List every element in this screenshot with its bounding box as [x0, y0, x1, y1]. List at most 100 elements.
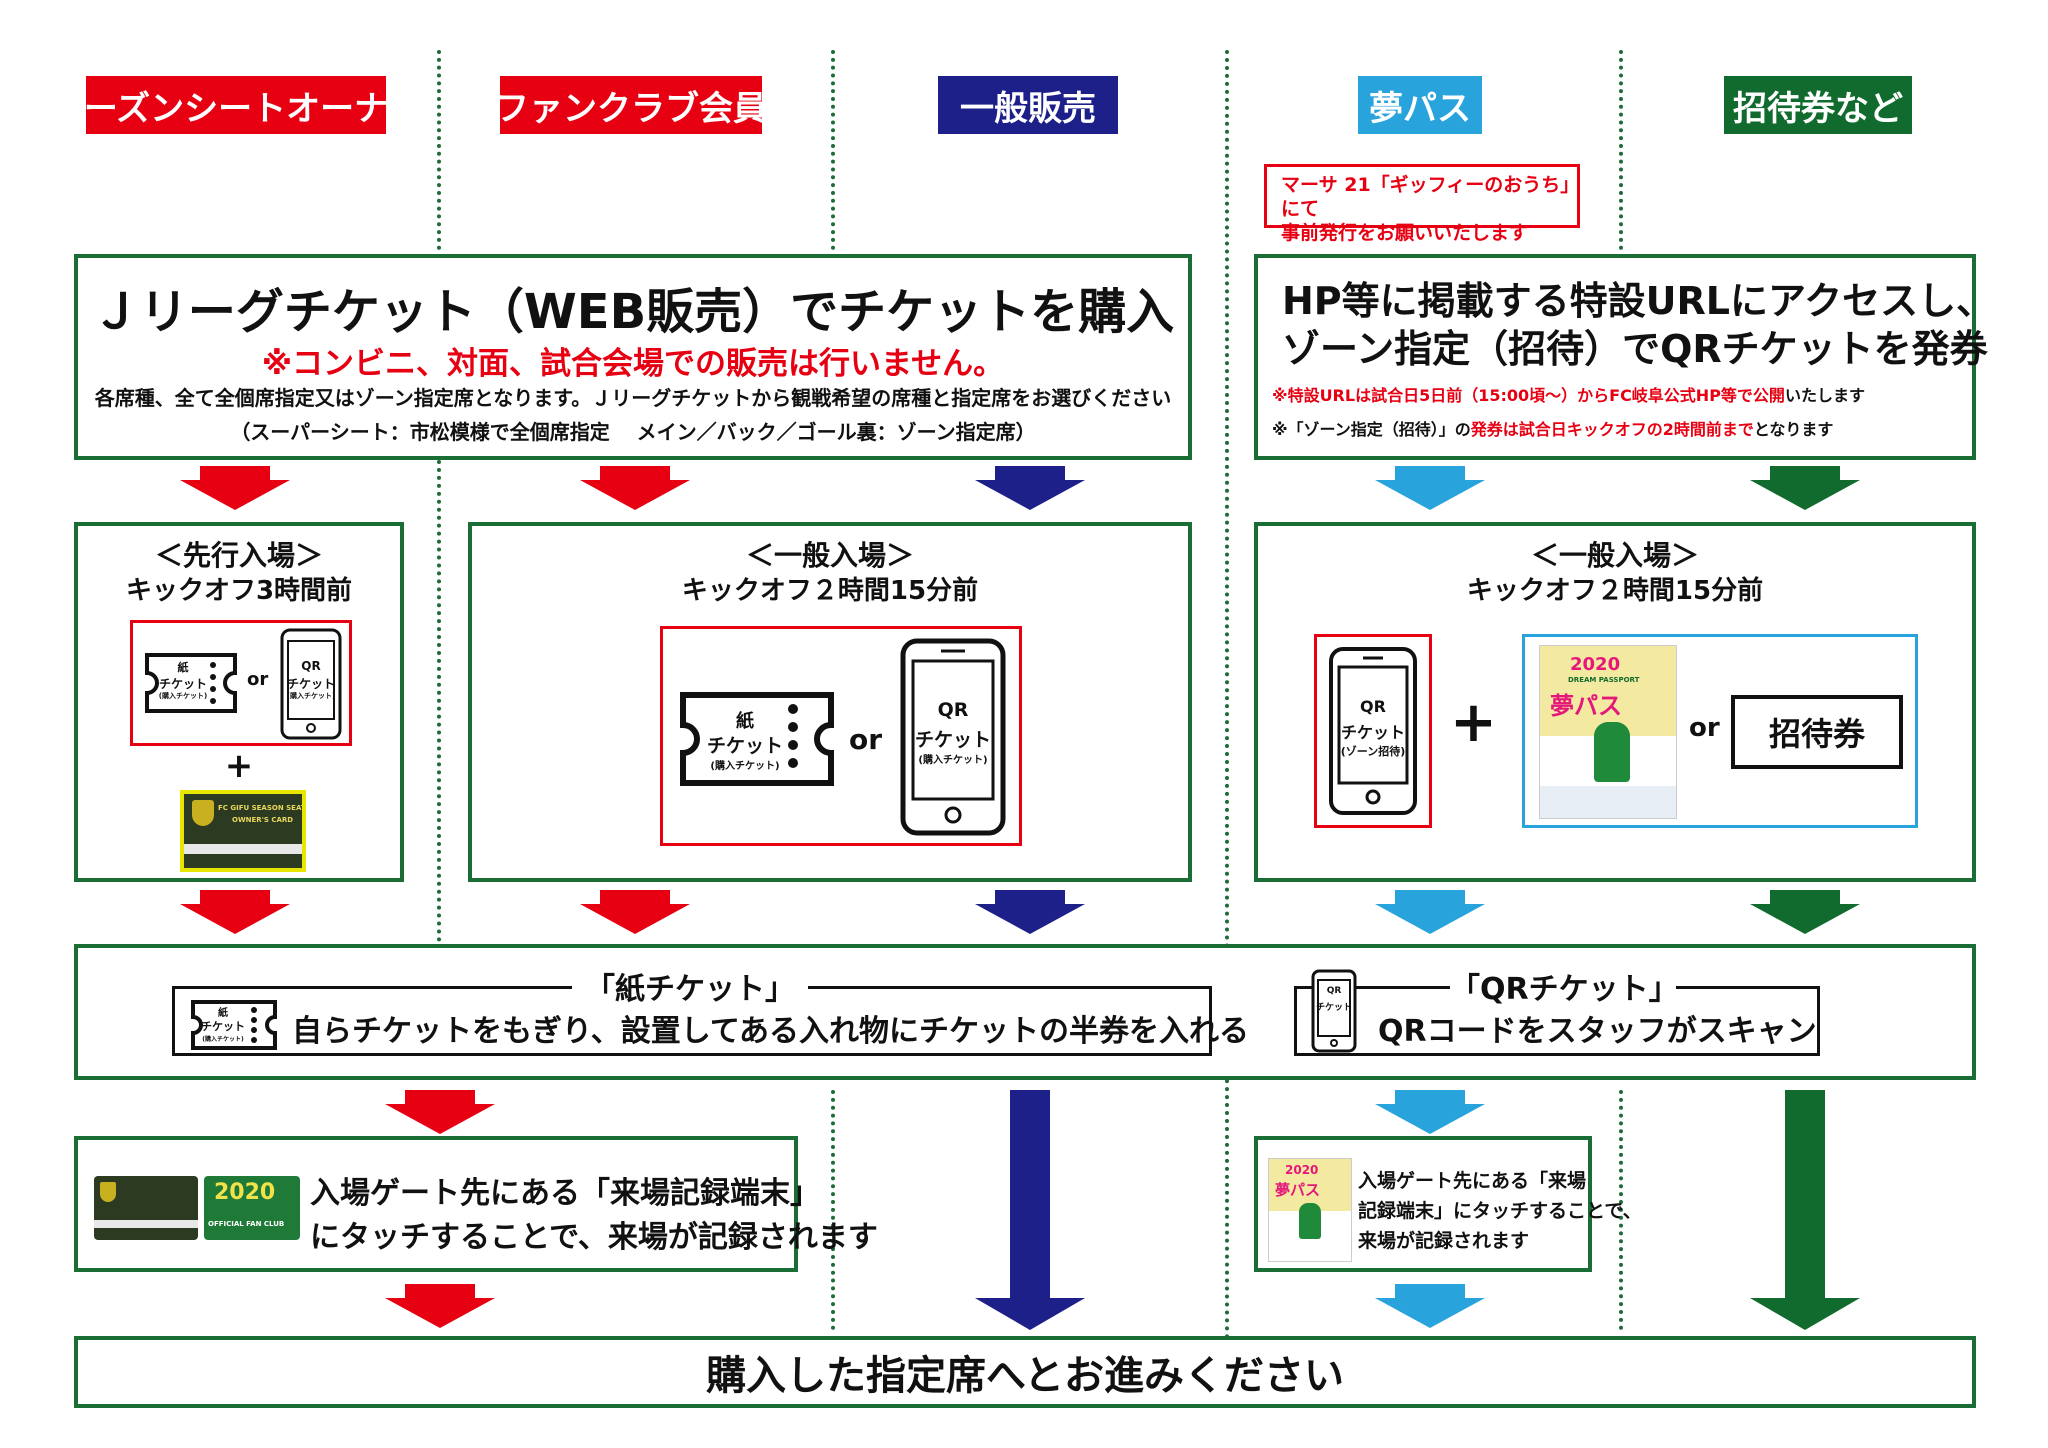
arrow-down-red-2	[580, 466, 690, 510]
divider-line-2	[831, 50, 835, 250]
paper-ticket-icon	[145, 653, 237, 713]
owners-card-text-1: FC GIFU SEASON SEAT	[218, 804, 306, 812]
final-instruction-text: 購入した指定席へとお進みください	[706, 1353, 1344, 1399]
invite-ticket-box: 招待券	[1731, 695, 1903, 769]
visit-record-box: 2020 OFFICIAL FAN CLUB 入場ゲート先にある「来場記録端末」…	[74, 1136, 878, 1272]
yume-pass-small-bg	[1269, 1159, 1351, 1211]
paper-ticket-instruction	[172, 986, 1212, 1056]
paper-ticket-heading: 「紙チケット」	[585, 972, 795, 1007]
special-url-note-1-b: 特設URLは試合日5日前（15:00頃〜）からFC岐阜公式HP等で公開	[1287, 386, 1785, 405]
early-ticket-options: 紙 チケット (購入チケット) or QR チケット (購入チケット)	[130, 620, 352, 746]
paper-ticket-top-right-rule	[808, 986, 1212, 989]
arrow-down-red-3	[180, 890, 290, 934]
header-general-sale: 一般販売	[938, 76, 1118, 134]
general-ticket-options: 紙 チケット (購入チケット) or QR チケット (購入チケット)	[660, 626, 1022, 846]
owners-card-emblem-icon	[192, 800, 214, 826]
general-entry-box: ＜一般入場＞ キックオフ２時間15分前 紙 チケット (購入チケット) or Q…	[468, 522, 1192, 882]
purchase-box: Ｊリーグチケット（WEB販売）でチケットを購入 ※コンビニ、対面、試合会場での販…	[74, 254, 1192, 460]
fanclub-card-text: OFFICIAL FAN CLUB	[208, 1220, 285, 1228]
header-invite: 招待券など	[1724, 76, 1912, 134]
special-url-title-1: HP等に掲載する特設URLにアクセスし、	[1282, 279, 1995, 323]
purchase-warning: ※コンビニ、対面、試合会場での販売は行いません。	[261, 346, 1005, 382]
qr-phone-small-icon-label-b: チケット	[1315, 1003, 1352, 1013]
advance-issue-note-line2: 事前発行をお願いいたします	[1281, 222, 1529, 244]
owners-card-text-2: OWNER'S CARD	[232, 816, 294, 824]
zone-plus-sign: +	[1450, 690, 1497, 755]
arrow-down-sky-2	[1375, 890, 1485, 934]
yume-pass-flyer-bg	[1540, 646, 1676, 736]
early-qr-purchased-label: (購入チケット)	[286, 692, 336, 700]
yume-pass-option: 2020 DREAM PASSPORT 夢パス or 招待券	[1522, 634, 1918, 828]
purchase-title: Ｊリーグチケット（WEB販売）でチケットを購入	[91, 284, 1175, 340]
owners-card-small-stripe	[94, 1220, 198, 1228]
yume-pass-small-year: 2020	[1285, 1163, 1319, 1177]
arrow-down-red-6	[385, 1284, 495, 1328]
purchase-description-1: 各席種、全て全個席指定又はゾーン指定席となります。Ｊリーグチケットから観戦希望の…	[94, 386, 1172, 410]
yume-pass-small-player-icon	[1299, 1203, 1321, 1239]
visit-record-line-2: にタッチすることで、来場が記録されます	[310, 1220, 878, 1255]
qr-ticket-heading: 「QRチケット」	[1450, 972, 1679, 1007]
general-entry-time: キックオフ２時間15分前	[681, 576, 979, 606]
qr-ticket-top-right-rule	[1676, 986, 1820, 989]
paper-ticket-small-icon-label-c: (購入チケット)	[202, 1036, 244, 1043]
arrow-down-red-5	[385, 1090, 495, 1134]
special-url-note-2-c: となります	[1753, 420, 1834, 439]
yume-pass-flyer-title: 夢パス	[1550, 692, 1622, 720]
arrows-row-3	[385, 1090, 1860, 1330]
arrow-down-green-2	[1750, 890, 1860, 934]
general-entry-box-right: ＜一般入場＞ キックオフ２時間15分前 QR チケット (ゾーン招待) + 20…	[1254, 522, 1976, 882]
yume-pass-small-title: 夢パス	[1275, 1181, 1321, 1199]
general-entry-right-time: キックオフ２時間15分前	[1466, 576, 1764, 606]
paper-ticket-icon-large	[680, 692, 834, 786]
special-url-title-2: ゾーン指定（招待）でQRチケットを発券	[1282, 327, 1988, 371]
yume-pass-flyer-player-icon	[1594, 722, 1630, 782]
yume-pass-flyer-footer	[1540, 786, 1676, 818]
smartphone-icon	[280, 628, 342, 740]
visit-record-right-line-1: 入場ゲート先にある「来場	[1358, 1170, 1587, 1192]
owners-card-small	[94, 1176, 198, 1240]
arrow-down-navy-long	[975, 1090, 1085, 1330]
arrow-down-green-1	[1750, 466, 1860, 510]
ticket-check-box: 「紙チケット」 紙 チケット (購入チケット) 自らチケットをもぎり、設置してあ…	[74, 944, 1976, 1080]
invite-ticket-label: 招待券	[1768, 715, 1865, 753]
early-entry-box: ＜先行入場＞ キックオフ3時間前 紙 チケット (購入チケット) or QR チ…	[74, 522, 404, 882]
early-paper-label: 紙	[177, 661, 189, 674]
paper-ticket-small-icon-label-a: 紙	[218, 1008, 228, 1019]
early-paper-ticket-label: チケット	[158, 677, 207, 691]
visit-record-line-1: 入場ゲート先にある「来場記録端末」	[310, 1176, 820, 1211]
general-paper-purchased-label: (購入チケット)	[710, 761, 780, 772]
special-url-note-2: ※「ゾーン指定（招待）」の発券は試合日キックオフの2時間前までとなります	[1272, 416, 1833, 440]
divider-line-1	[437, 50, 441, 250]
visit-record-box-right: 2020 夢パス 入場ゲート先にある「来場 記録端末」にタッチすることで、 来場…	[1254, 1136, 1642, 1272]
special-url-note-1-a: ※	[1272, 386, 1288, 405]
header-season-owner: シーズンシートオーナー	[50, 76, 422, 134]
special-url-note-1-c: いたします	[1784, 386, 1865, 405]
special-url-note-2-b: 発券は試合日キックオフの2時間前まで	[1470, 420, 1754, 439]
arrows-row-1	[180, 466, 1860, 510]
fanclub-card-year: 2020	[214, 1180, 276, 1205]
divider-line-4b	[1619, 1090, 1623, 1330]
smartphone-icon-large	[900, 638, 1006, 836]
zone-qr-label: QR	[1360, 697, 1386, 716]
arrow-down-green-long	[1750, 1090, 1860, 1330]
yume-pass-flyer-year: 2020	[1570, 654, 1621, 675]
divider-line-1b	[437, 460, 441, 950]
early-qr-label: QR	[301, 659, 321, 673]
arrow-down-red-4	[580, 890, 690, 934]
yume-pass-flyer-sub: DREAM PASSPORT	[1568, 676, 1640, 684]
qr-phone-small-icon	[1311, 969, 1357, 1053]
special-url-note-1: ※特設URLは試合日5日前（15:00頃〜）からFC岐阜公式HP等で公開いたしま…	[1272, 382, 1865, 406]
arrow-down-sky-4	[1375, 1284, 1485, 1328]
divider-line-2b	[831, 1090, 835, 1330]
special-url-note-2-a: ※「ゾーン指定（招待）」の	[1272, 420, 1471, 439]
final-instruction-box: 購入した指定席へとお進みください	[74, 1336, 1976, 1408]
zone-qr-zone-label: (ゾーン招待)	[1340, 745, 1406, 758]
advance-issue-note-line1: マーサ 21「ギッフィーのおうち」にて	[1281, 174, 1570, 220]
visit-record-right-line-3: 来場が記録されます	[1358, 1230, 1530, 1252]
qr-ticket-description: QRコードをスタッフがスキャン	[1378, 1014, 1817, 1049]
general-paper-label: 紙	[736, 711, 754, 732]
divider-line-3	[1225, 50, 1229, 1340]
yume-or-label: or	[1689, 713, 1720, 743]
yume-pass-flyer-image: 2020 DREAM PASSPORT 夢パス	[1539, 645, 1677, 819]
early-entry-title: ＜先行入場＞	[154, 539, 323, 572]
